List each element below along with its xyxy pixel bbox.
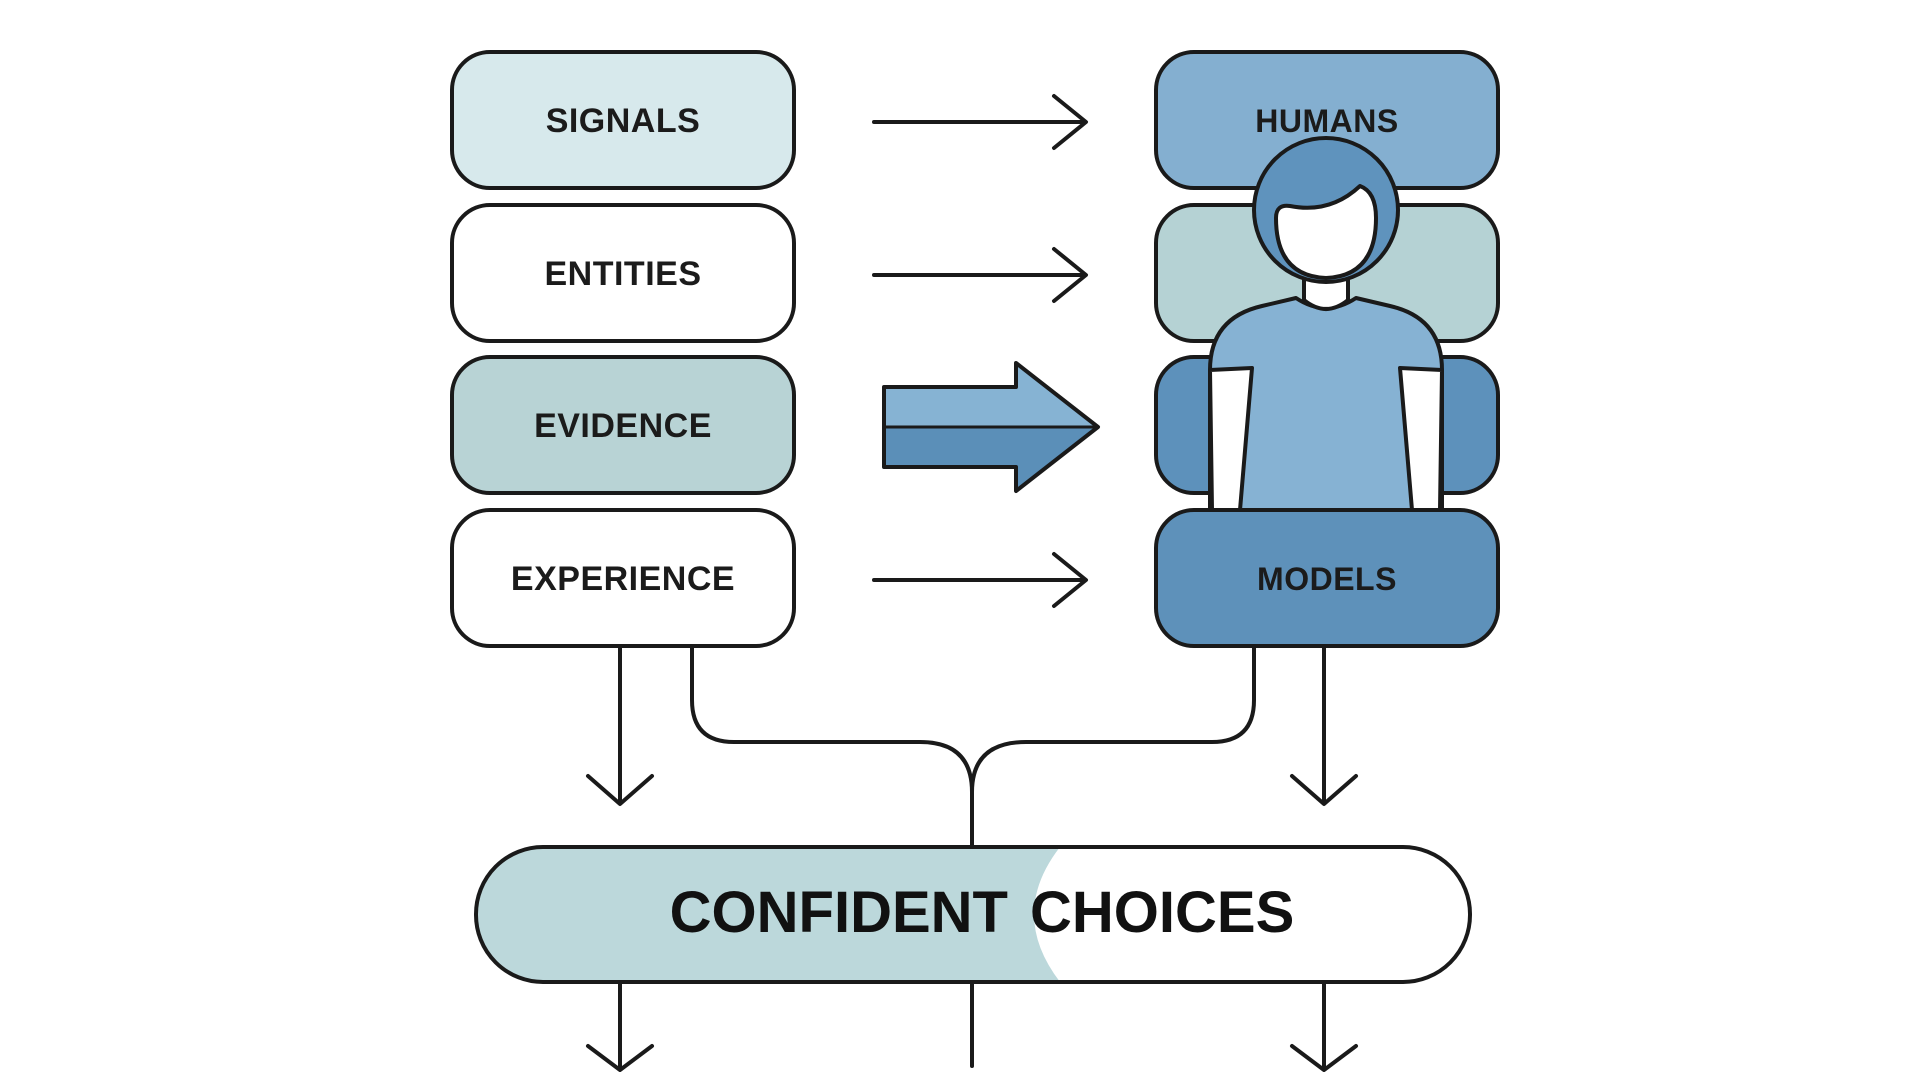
- box-experience: EXPERIENCE: [450, 508, 796, 648]
- merge-connector-right: [970, 644, 1256, 794]
- left-column: SIGNALS ENTITIES EVIDENCE EXPERIENCE: [450, 50, 796, 648]
- result-fill-left: [476, 847, 1060, 982]
- block-arrow-bottom: [884, 427, 1098, 491]
- box-models: MODELS: [1154, 508, 1500, 648]
- box-evidence: EVIDENCE: [450, 355, 796, 495]
- arrowhead-down-right: [1290, 774, 1358, 806]
- box-evidence-label: EVIDENCE: [534, 407, 712, 445]
- box-evidence-shape: [450, 355, 796, 495]
- result-word-choices: CHOICES: [1030, 880, 1294, 945]
- person-left-arm: [1208, 366, 1254, 512]
- box-signals: SIGNALS: [450, 50, 796, 190]
- confident-choices-bar: CONFIDENT CHOICES: [474, 845, 1472, 984]
- arrowhead-row-1: [1052, 94, 1088, 150]
- merge-connector: [690, 644, 974, 848]
- box-humans-label: HUMANS: [1255, 103, 1398, 139]
- arrowhead-bottom-right: [1290, 1044, 1358, 1072]
- result-word-confident: CONFIDENT: [670, 880, 1008, 945]
- person-right-arm: [1398, 366, 1444, 512]
- box-entities-shape: [450, 203, 796, 343]
- box-experience-shape: [450, 508, 796, 648]
- result-outline: [474, 845, 1472, 984]
- box-models-label: MODELS: [1257, 561, 1397, 597]
- arrowhead-row-2: [1052, 247, 1088, 303]
- arrowhead-down-left: [586, 774, 654, 806]
- box-signals-shape: [450, 50, 796, 190]
- connector-lines: [586, 644, 1358, 1072]
- person-face: [1274, 184, 1378, 280]
- block-arrow-top: [884, 363, 1098, 427]
- arrowhead-row-4: [1052, 552, 1088, 608]
- block-arrow-right-icon: [882, 361, 1100, 493]
- box-entities: ENTITIES: [450, 203, 796, 343]
- arrowhead-bottom-left: [586, 1044, 654, 1072]
- block-arrow-outline: [882, 361, 1100, 493]
- result-fill: [476, 847, 1470, 982]
- person-icon: [1208, 136, 1444, 512]
- box-signals-label: SIGNALS: [546, 102, 701, 140]
- box-experience-label: EXPERIENCE: [511, 560, 735, 598]
- box-humans: HUMANS: [1154, 50, 1500, 190]
- box-entities-label: ENTITIES: [544, 255, 701, 293]
- horizontal-arrows: [872, 94, 1088, 608]
